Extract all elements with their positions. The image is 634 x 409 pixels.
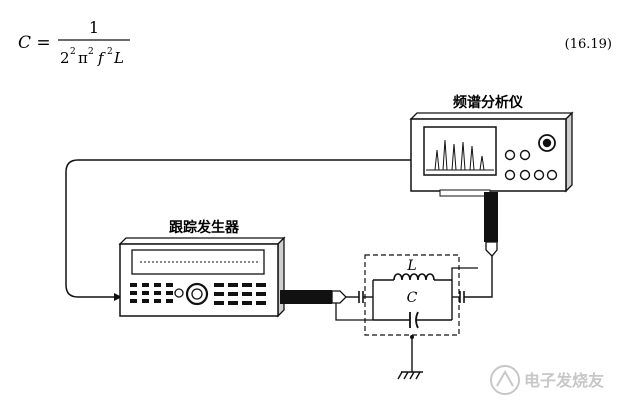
formula-numerator: 1	[89, 18, 99, 37]
tracking-generator-label: 跟踪发生器	[169, 219, 240, 236]
denominator-pi: π	[78, 49, 88, 67]
watermark-logo-icon	[490, 365, 520, 395]
generator-top-face	[118, 237, 286, 245]
generator-cable-connector	[331, 290, 347, 304]
inductor-coil	[393, 273, 435, 281]
analyzer-knob	[519, 149, 531, 161]
analyzer-knob	[519, 169, 531, 181]
cable-arrowhead	[114, 293, 122, 301]
watermark: 电子发烧友	[490, 365, 605, 395]
analyzer-cable-connector	[485, 241, 498, 257]
analyzer-main-dial-center	[542, 138, 552, 148]
analyzer-side-face	[565, 111, 573, 193]
generator-side-face	[277, 236, 285, 318]
denominator-two: 2	[60, 49, 70, 67]
analyzer-knob	[546, 169, 558, 181]
generator-keypad	[130, 283, 173, 303]
denominator-two-exponent: 2	[70, 47, 76, 57]
watermark-text: 电子发烧友	[524, 371, 605, 390]
analyzer-base	[439, 189, 491, 197]
analyzer-top-face	[409, 112, 574, 120]
denominator-L: L	[113, 49, 124, 67]
lc-test-fixture: L C	[335, 254, 493, 380]
denominator-pi-exponent: 2	[88, 47, 94, 57]
denominator-f: f	[97, 49, 106, 67]
generator-knob	[174, 288, 184, 298]
tracking-generator: 跟踪发生器	[118, 219, 286, 318]
tracking-output-cable	[65, 159, 411, 298]
denominator-f-exponent: 2	[107, 47, 113, 57]
capacitor-label: C	[407, 290, 418, 306]
analyzer-knob	[533, 169, 545, 181]
analyzer-knob	[504, 149, 516, 161]
inductor-label: L	[406, 258, 416, 274]
generator-function-keys	[214, 283, 266, 305]
resonance-formula: C = 1 2 2 π 2 f 2 L (16.19)	[18, 18, 612, 67]
generator-cable-body	[280, 290, 332, 304]
ground-symbol	[397, 371, 423, 380]
formula-lhs: C =	[18, 33, 51, 53]
spectrum-analyzer-label: 频谱分析仪	[453, 94, 524, 111]
spectrum-analyzer: 频谱分析仪	[409, 94, 574, 197]
analyzer-cable-body	[484, 192, 498, 242]
analyzer-knob	[504, 169, 516, 181]
analyzer-knobs	[504, 134, 558, 181]
analyzer-input-cable	[484, 192, 498, 262]
analyzer-screen-trace	[426, 139, 494, 171]
equation-number: (16.19)	[565, 37, 612, 52]
generator-output-cable	[280, 290, 347, 304]
